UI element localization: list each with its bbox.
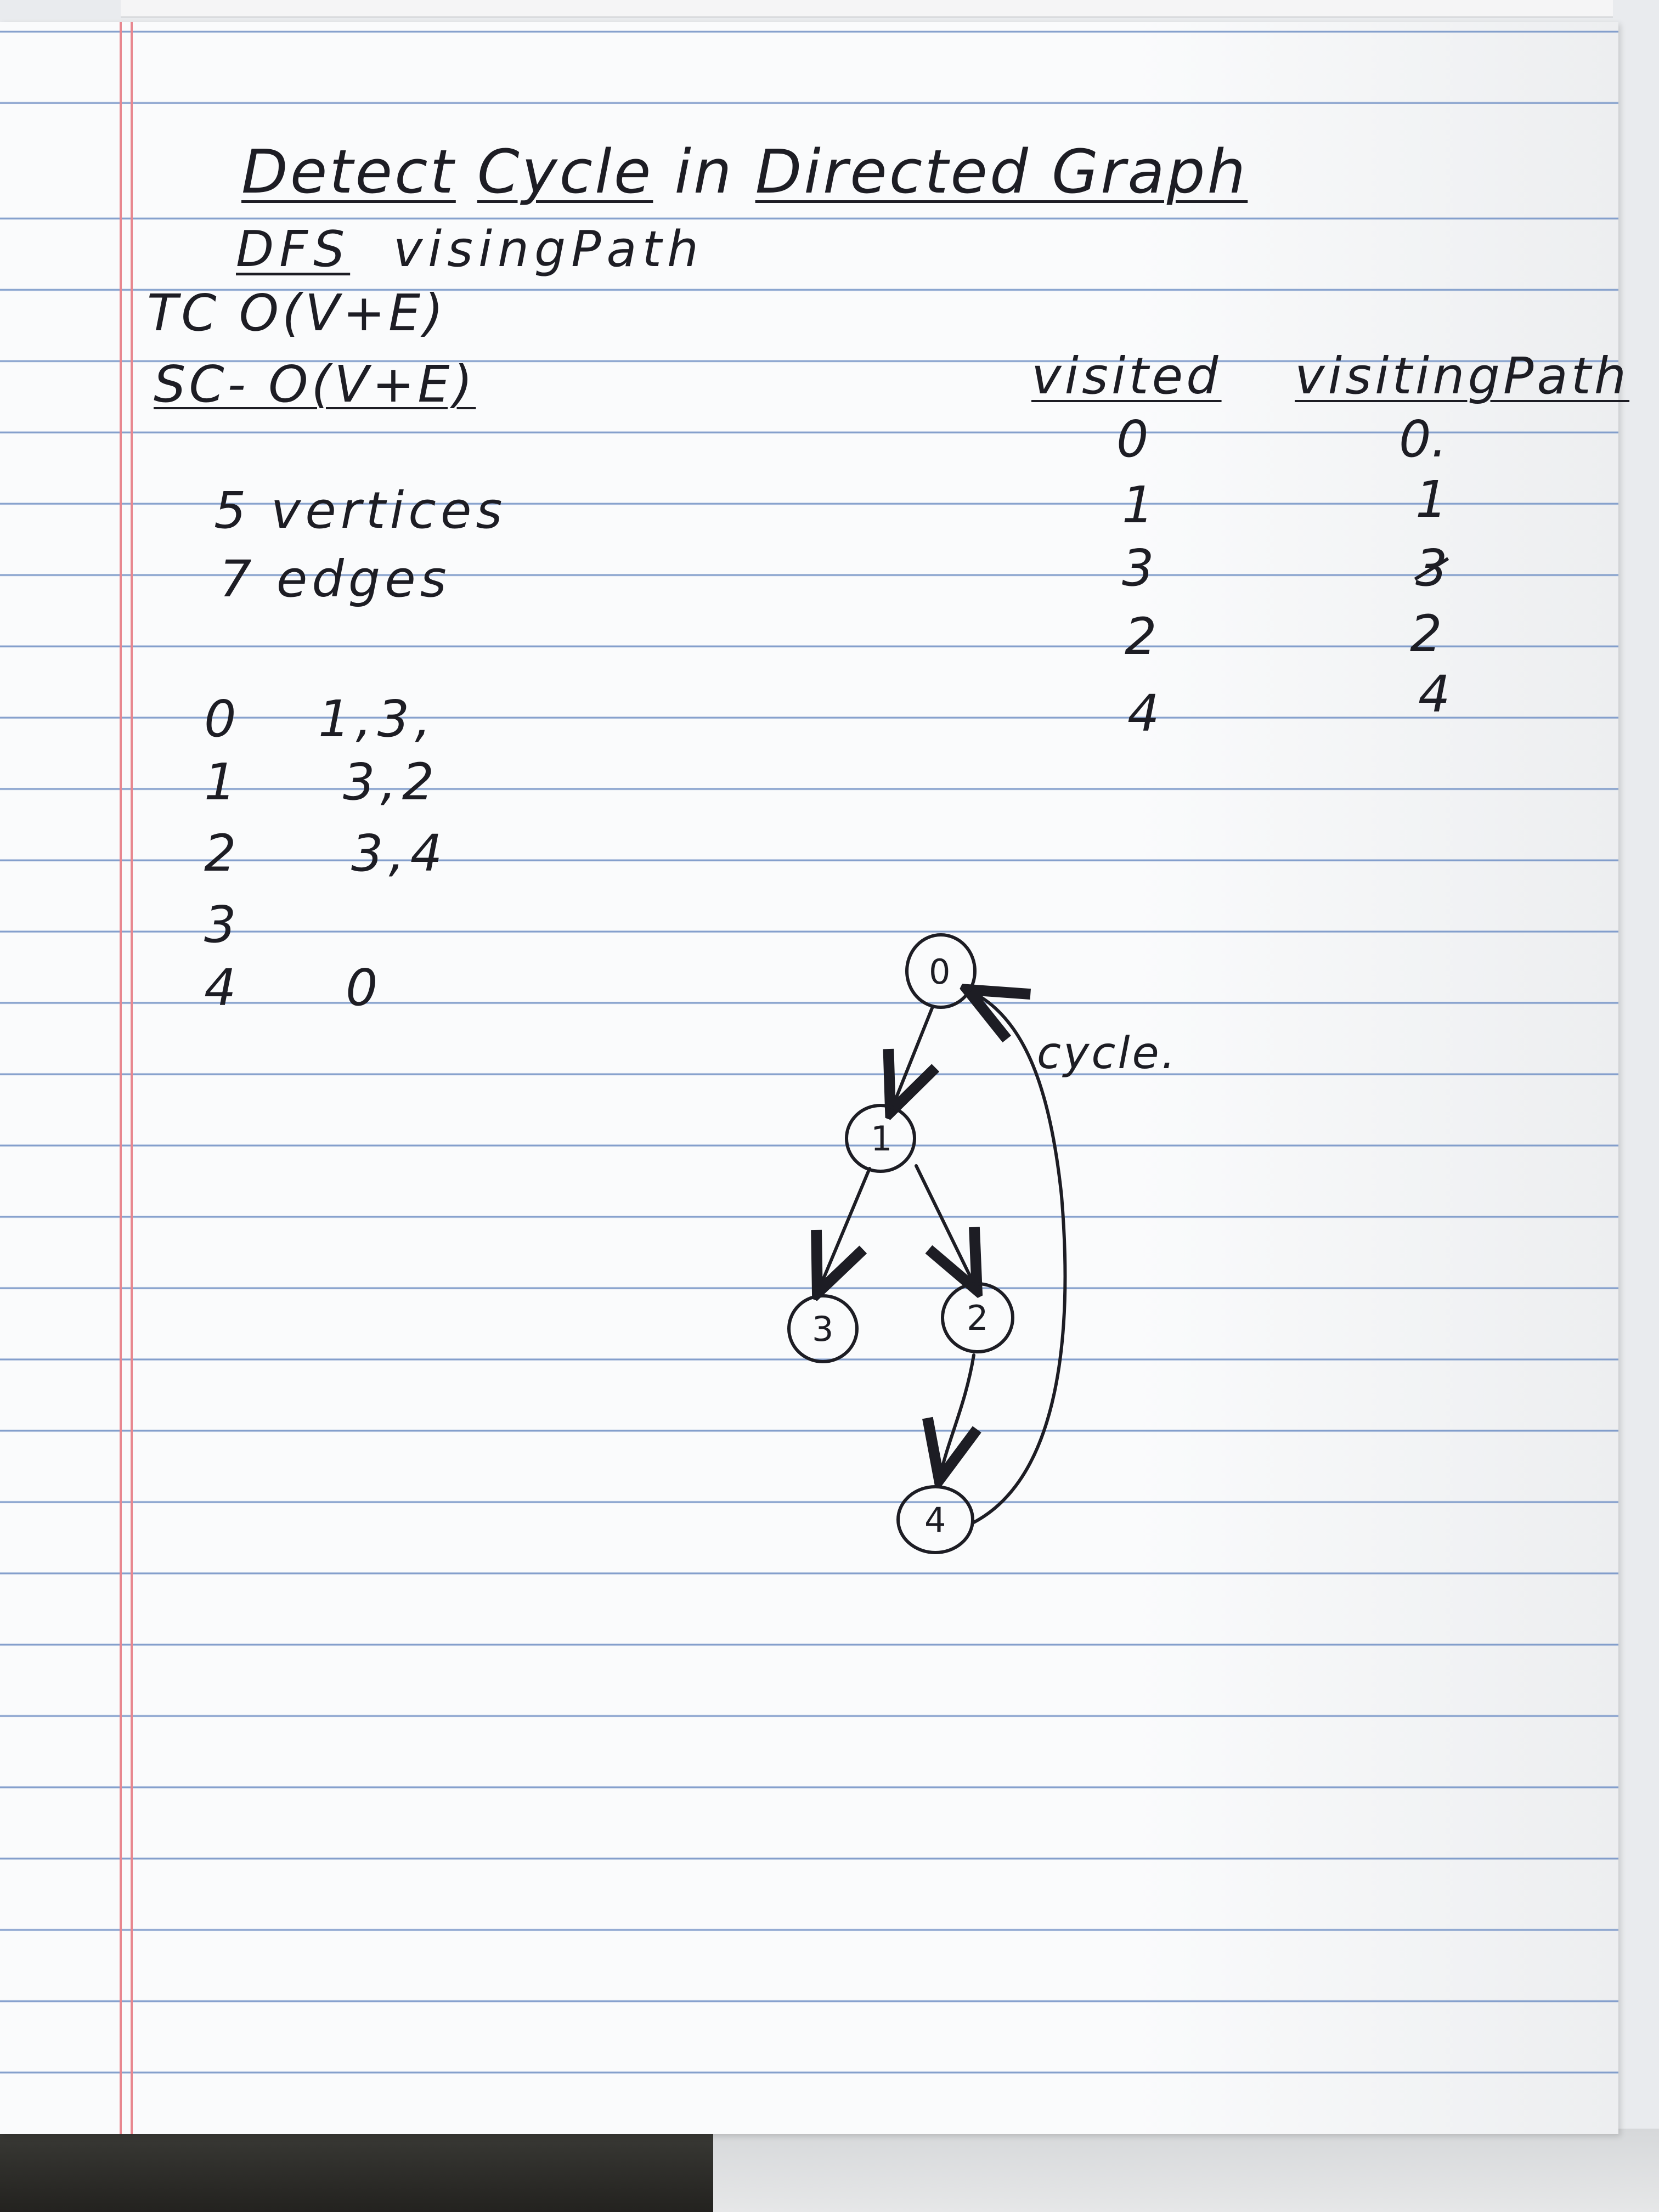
node-4-label: 4 <box>924 1500 946 1540</box>
adjacency-vertex: 3 <box>204 895 236 954</box>
node-2 <box>941 1282 1014 1353</box>
adjacency-vertex: 2 <box>204 824 236 883</box>
visited-item: 4 <box>1127 684 1160 743</box>
adjacency-vertex: 4 <box>204 958 236 1017</box>
ruled-lines <box>0 22 1618 2134</box>
visited-item: 3 <box>1122 539 1154 597</box>
time-complexity: TC O(V+E) <box>147 284 447 342</box>
node-2-label: 2 <box>967 1298 988 1338</box>
adjacency-neighbors: 3,2 <box>343 753 440 811</box>
edge-1-3 <box>820 1167 871 1286</box>
visiting-path-item: 0. <box>1399 410 1447 469</box>
node-3-label: 3 <box>812 1309 833 1349</box>
node-4 <box>896 1485 974 1554</box>
margin-line-left <box>120 22 122 2134</box>
visiting-path-item-struck: 3 <box>1415 539 1448 597</box>
adjacency-neighbors: 0 <box>346 958 383 1017</box>
edge-2-4 <box>941 1353 974 1473</box>
node-3 <box>787 1294 859 1363</box>
node-1 <box>845 1104 916 1173</box>
previous-page-edge <box>121 0 1613 18</box>
cycle-label: cycle. <box>1037 1028 1178 1079</box>
adjacency-vertex: 0 <box>204 690 236 748</box>
adjacency-vertex: 1 <box>204 753 236 811</box>
notebook-page <box>0 22 1618 2134</box>
page-title: Detect Cycle in Directed Graph <box>241 137 1248 207</box>
adjacency-neighbors: 1,3, <box>318 690 437 748</box>
node-1-label: 1 <box>871 1119 892 1159</box>
node-0 <box>905 933 977 1009</box>
visiting-path-header: visitingPath <box>1295 347 1630 405</box>
edge-4-0 <box>974 993 1067 1524</box>
visited-item: 2 <box>1125 607 1157 666</box>
desk-shadow <box>0 2129 713 2212</box>
vertex-count: 5 vertices <box>214 481 507 540</box>
margin-line-right <box>131 22 133 2134</box>
visiting-path-item: 4 <box>1418 665 1451 724</box>
visiting-path-item: 1 <box>1415 470 1448 529</box>
visiting-path-item: 2 <box>1410 605 1442 663</box>
edge-count: 7 edges <box>219 550 451 608</box>
method-line: DFS visingPath <box>236 221 704 278</box>
edge-0-1 <box>893 1005 933 1105</box>
node-0-label: 0 <box>929 952 950 992</box>
space-complexity: SC- O(V+E) <box>154 355 476 414</box>
edge-1-2 <box>915 1164 974 1284</box>
visited-item: 1 <box>1122 476 1154 534</box>
visited-item: 0 <box>1116 410 1149 469</box>
adjacency-neighbors: 3,4 <box>351 824 448 883</box>
visited-header: visited <box>1031 347 1222 405</box>
